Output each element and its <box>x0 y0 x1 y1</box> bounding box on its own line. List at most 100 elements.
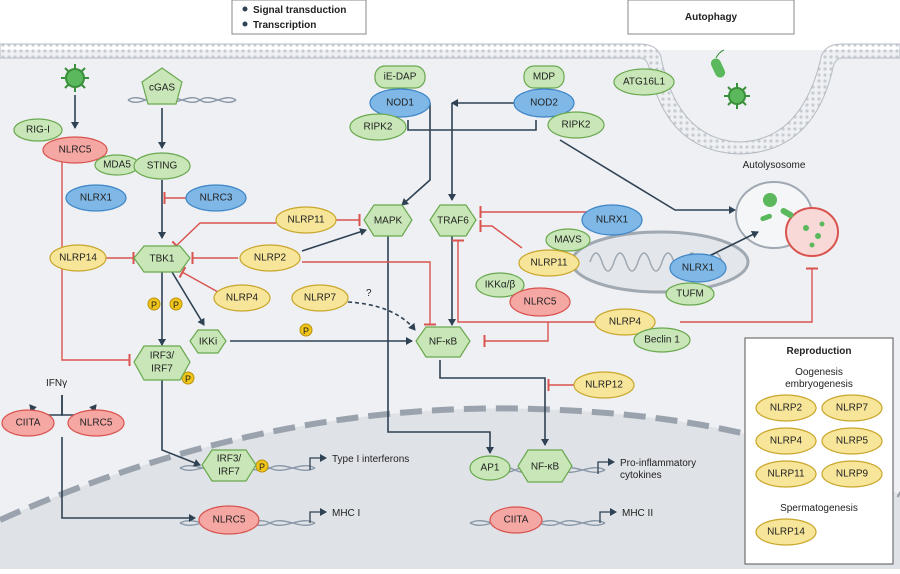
node-nlrc5-nucleus: NLRC5 <box>198 505 260 535</box>
svg-text:MAVS: MAVS <box>554 235 582 246</box>
svg-text:NLRP9: NLRP9 <box>836 469 869 480</box>
svg-text:NLRP11: NLRP11 <box>287 215 324 226</box>
node-nlrp11-top: NLRP11 <box>275 206 337 234</box>
sperm-item-nlrp14: NLRP14 <box>755 518 817 546</box>
oogenesis-label-2: embryogenesis <box>785 379 853 390</box>
node-mda5: MDA5 <box>94 154 140 176</box>
svg-text:NLRP11: NLRP11 <box>767 469 804 480</box>
svg-text:AP1: AP1 <box>481 463 500 474</box>
autophagy-label: Autophagy <box>685 12 738 23</box>
node-ciita-left: CIITA <box>1 409 55 437</box>
unknown-mark: ? <box>366 288 372 299</box>
svg-text:IRF7: IRF7 <box>151 364 173 375</box>
reproduction-title: Reproduction <box>787 346 852 357</box>
repro-item-nlrp4: NLRP4 <box>755 427 817 455</box>
node-nlrc5-left: NLRC5 <box>67 409 125 437</box>
svg-text:NLRP11: NLRP11 <box>530 258 567 269</box>
virus-icon <box>724 83 750 109</box>
svg-text:IRF7: IRF7 <box>218 467 240 478</box>
svg-text:NLRC3: NLRC3 <box>200 193 233 204</box>
node-tufm: TUFM <box>665 282 715 306</box>
node-beclin1: Beclin 1 <box>633 327 691 353</box>
svg-text:TRAF6: TRAF6 <box>437 216 469 227</box>
svg-text:NF-κB: NF-κB <box>429 337 458 348</box>
node-mapk: MAPK <box>363 204 413 237</box>
output-proinflam-2: cytokines <box>620 470 662 481</box>
svg-text:Beclin 1: Beclin 1 <box>644 335 680 346</box>
repro-item-nlrp5: NLRP5 <box>821 427 883 455</box>
svg-text:NLRC5: NLRC5 <box>213 515 246 526</box>
svg-text:NLRX1: NLRX1 <box>80 193 113 204</box>
node-sting: STING <box>133 152 191 180</box>
node-rig-i: RIG-I <box>13 118 63 142</box>
node-nlrp4-left: NLRP4 <box>213 284 271 312</box>
phospho-badge: P <box>147 297 161 311</box>
node-ripk2-left: RIPK2 <box>349 113 407 141</box>
node-nlrp12: NLRP12 <box>573 371 635 399</box>
svg-text:NLRP4: NLRP4 <box>609 317 642 328</box>
autolysosome-label: Autolysosome <box>743 160 806 171</box>
legend-transcription: Transcription <box>253 20 316 31</box>
node-ripk2-right: RIPK2 <box>547 111 605 139</box>
svg-text:NLRP12: NLRP12 <box>585 380 623 391</box>
node-ap1: AP1 <box>469 455 511 481</box>
phospho-badge: P <box>181 371 195 385</box>
node-mavs: MAVS <box>545 228 591 252</box>
svg-text:NLRC5: NLRC5 <box>80 418 113 429</box>
svg-text:STING: STING <box>147 161 178 172</box>
svg-text:NLRP2: NLRP2 <box>254 253 287 264</box>
oogenesis-label-1: Oogenesis <box>795 367 843 378</box>
node-nfkb-nucleus: NF-κB <box>517 449 573 483</box>
svg-text:NLRC5: NLRC5 <box>524 297 557 308</box>
node-nlrx1-mito: NLRX1 <box>581 204 643 236</box>
phospho-badge: P <box>299 323 313 337</box>
output-mhc2: MHC II <box>622 508 653 519</box>
svg-text:CIITA: CIITA <box>504 515 529 526</box>
svg-text:ATG16L1: ATG16L1 <box>623 77 665 88</box>
svg-text:NLRP14: NLRP14 <box>59 253 97 264</box>
svg-text:NOD2: NOD2 <box>530 98 558 109</box>
svg-text:IRF3/: IRF3/ <box>150 351 175 362</box>
svg-text:IRF3/: IRF3/ <box>217 454 242 465</box>
svg-text:RIG-I: RIG-I <box>26 125 50 136</box>
node-tbk1: TBK1 <box>133 245 191 273</box>
svg-text:NLRP4: NLRP4 <box>226 293 259 304</box>
node-irf-cyto: IRF3/ IRF7 <box>133 345 191 381</box>
legend-signal: Signal transduction <box>253 5 346 16</box>
node-nlrc5-mid: NLRC5 <box>509 287 571 317</box>
svg-text:cGAS: cGAS <box>149 83 175 94</box>
repro-item-nlrp11: NLRP11 <box>755 460 817 488</box>
svg-text:P: P <box>303 326 309 336</box>
svg-text:MDA5: MDA5 <box>103 160 131 171</box>
svg-text:P: P <box>151 300 157 310</box>
node-nlrc5-top: NLRC5 <box>42 136 108 164</box>
svg-text:NF-κB: NF-κB <box>531 462 560 473</box>
svg-text:TBK1: TBK1 <box>149 254 174 265</box>
bacterium-icon <box>710 49 726 78</box>
node-nlrc3: NLRC3 <box>185 184 247 212</box>
ifn-gamma-label: IFNγ <box>46 378 67 389</box>
svg-text:TUFM: TUFM <box>676 289 704 300</box>
svg-text:NLRP2: NLRP2 <box>770 403 803 414</box>
phospho-badge: P <box>169 297 183 311</box>
node-atg16l1: ATG16L1 <box>613 68 675 96</box>
node-nlrx1-tufm: NLRX1 <box>669 253 727 283</box>
repro-item-nlrp7: NLRP7 <box>821 394 883 422</box>
phospho-badge: P <box>255 459 269 473</box>
svg-text:NLRX1: NLRX1 <box>596 215 629 226</box>
node-nlrp4-mid: NLRP4 <box>594 308 656 336</box>
svg-text:iE-DAP: iE-DAP <box>384 72 417 83</box>
node-nod1: NOD1 <box>369 88 431 118</box>
svg-text:RIPK2: RIPK2 <box>364 122 393 133</box>
svg-text:IKKα/β: IKKα/β <box>485 280 516 291</box>
edges <box>29 95 818 522</box>
node-ikk-ab: IKKα/β <box>475 272 525 298</box>
svg-text:NLRC5: NLRC5 <box>59 145 92 156</box>
reproduction-panel: Reproduction Oogenesis embryogenesis NLR… <box>744 337 894 565</box>
node-nlrp11-mito: NLRP11 <box>518 249 580 277</box>
svg-text:P: P <box>259 462 265 472</box>
svg-text:MAPK: MAPK <box>374 216 403 227</box>
node-nlrp14-left: NLRP14 <box>49 244 107 272</box>
